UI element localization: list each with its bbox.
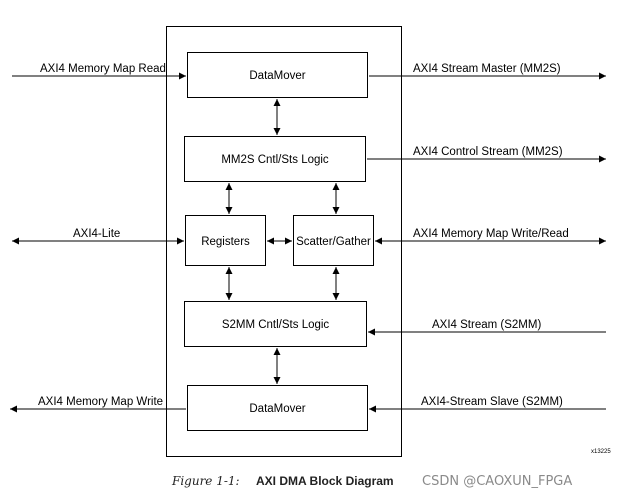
memory-map-write-label: AXI4 Memory Map Write [38,396,163,408]
stream-slave-label: AXI4-Stream Slave (S2MM) [421,396,563,408]
caption-title: AXI DMA Block Diagram [256,474,394,488]
stream-master-label: AXI4 Stream Master (MM2S) [413,63,561,75]
control-stream-label: AXI4 Control Stream (MM2S) [413,146,563,158]
registers-label: Registers [201,236,250,248]
s2mm-logic-label: S2MM Cntl/Sts Logic [222,319,330,331]
datamover-top-label: DataMover [249,70,305,82]
caption-figure-label: Figure 1-1: [172,474,240,488]
watermark-text: CSDN @CAOXUN_FPGA [422,474,573,489]
mm2s-logic-block: MM2S Cntl/Sts Logic [184,136,366,182]
scatter-gather-block: Scatter/Gather [293,215,374,266]
memory-map-read-label: AXI4 Memory Map Read [40,63,166,75]
scatter-gather-label: Scatter/Gather [296,236,371,248]
axi4-lite-label: AXI4-Lite [73,228,120,240]
s2mm-logic-block: S2MM Cntl/Sts Logic [184,301,367,347]
registers-block: Registers [185,215,266,266]
datamover-bottom-label: DataMover [249,403,305,415]
datamover-bottom-block: DataMover [187,385,368,431]
mm2s-logic-label: MM2S Cntl/Sts Logic [221,154,329,166]
axi-dma-block-diagram: DataMover MM2S Cntl/Sts Logic Registers … [10,26,611,457]
figure-id: x13225 [591,449,611,455]
memory-map-write-read-label: AXI4 Memory Map Write/Read [413,228,569,240]
stream-s2mm-label: AXI4 Stream (S2MM) [432,319,541,331]
datamover-top-block: DataMover [187,52,368,98]
